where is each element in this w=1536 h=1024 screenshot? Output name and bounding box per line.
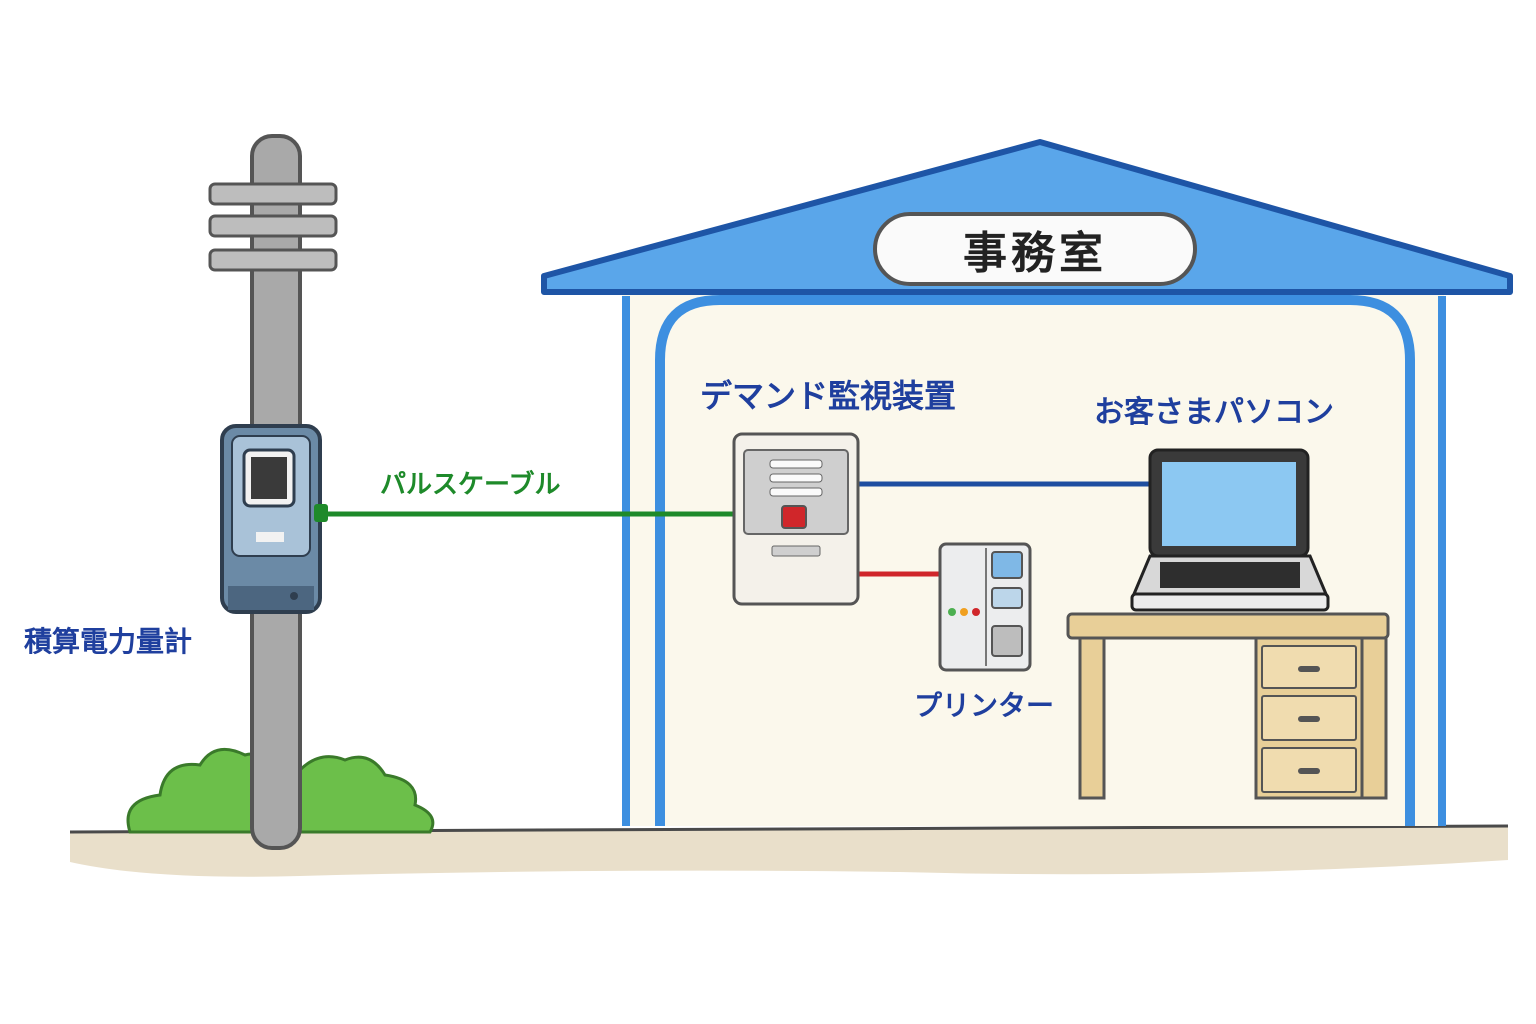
demand-monitor-device	[732, 432, 860, 606]
bush-right	[298, 755, 435, 834]
cables	[326, 481, 1152, 577]
office-sign	[873, 212, 1197, 286]
office-sign-label: 事務室	[963, 228, 1107, 279]
demand-monitor-label: デマンド監視装置	[700, 377, 957, 415]
bush-left	[126, 747, 264, 834]
utility-pole	[208, 134, 338, 850]
electricity-meter	[220, 424, 328, 614]
printer-label: プリンター	[914, 689, 1055, 722]
printer-device	[938, 542, 1032, 672]
desk	[1066, 612, 1390, 800]
meter-label: 積算電力量計	[24, 625, 193, 658]
cable-label: パルスケーブル	[380, 470, 561, 500]
customer-pc-label: お客さまパソコン	[1094, 395, 1334, 430]
laptop	[1130, 448, 1330, 612]
